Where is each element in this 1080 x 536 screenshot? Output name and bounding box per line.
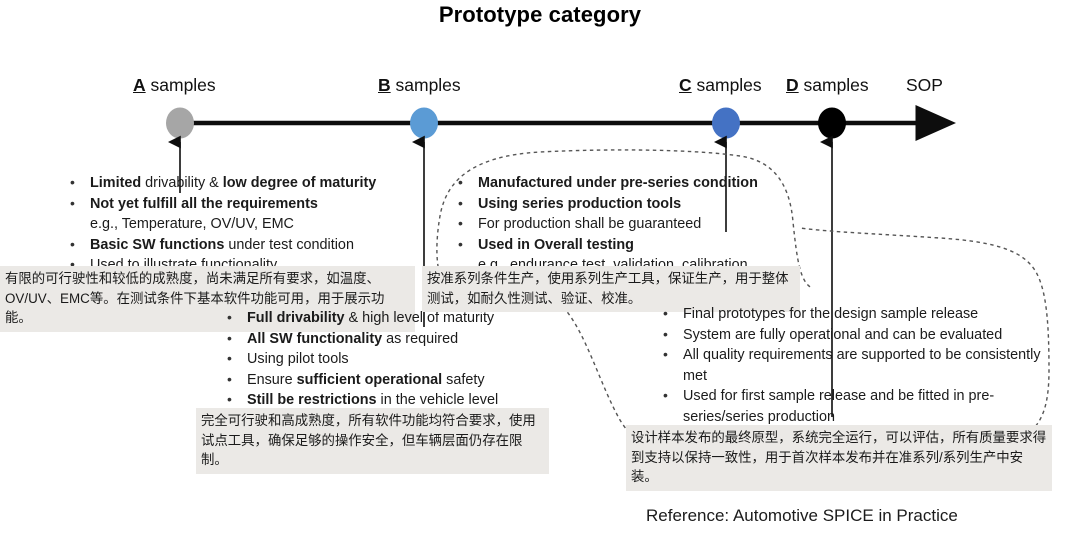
milestone-text-b: samples [390,75,461,95]
text-block-b-samples: Full drivability & high level of maturit… [219,307,589,411]
text-block-a-samples: Limited drivability & low degree of matu… [62,172,462,276]
list-item: Final prototypes for the design sample r… [655,303,1045,325]
list-item: Manufactured under pre-series condition [450,172,850,194]
milestone-mark-a: A [133,75,146,95]
list-item: For production shall be guaranteed [450,213,850,235]
list-item: Ensure sufficient operational safety [219,369,589,391]
milestone-mark-b: B [378,75,391,95]
reference-text: Reference: Automotive SPICE in Practice [646,506,958,525]
text-block-c-samples: Manufactured under pre-series condition … [450,172,850,276]
milestone-label-sop: SOP [906,75,943,96]
milestone-mark-c: C [679,75,692,95]
bullet-list-d: Final prototypes for the design sample r… [655,303,1045,427]
bullet-list-b: Full drivability & high level of maturit… [219,307,589,411]
milestone-marker-c [712,107,740,139]
text-block-d-samples: Final prototypes for the design sample r… [655,303,1045,427]
list-item: Used for first sample release and be fit… [655,385,1045,427]
annotation-cn-d: 设计样本发布的最终原型，系统完全运行，可以评估，所有质量要求得到支持以保持一致性… [626,425,1052,491]
list-item: System are fully operational and can be … [655,324,1045,346]
milestone-marker-d [818,107,846,139]
list-item: All quality requirements are supported t… [655,344,1045,386]
milestone-marker-a [166,107,194,139]
milestone-label-a: A samples [133,75,216,96]
page-title: Prototype category [438,2,642,27]
milestone-text-sop: SOP [906,75,943,95]
list-item: Not yet fulfill all the requirements [62,193,462,215]
annotation-cn-b: 完全可行驶和高成熟度，所有软件功能均符合要求，使用试点工具，确保足够的操作安全，… [196,408,549,474]
milestone-text-d: samples [798,75,869,95]
list-item: Using pilot tools [219,348,589,370]
list-item: All SW functionality as required [219,328,589,350]
list-item: Limited drivability & low degree of matu… [62,172,462,194]
milestone-label-c: C samples [679,75,762,96]
bullet-list-a: Limited drivability & low degree of matu… [62,172,462,276]
list-item: Basic SW functions under test condition [62,234,462,256]
milestone-label-d: D samples [786,75,869,96]
bullet-list-c: Manufactured under pre-series condition … [450,172,850,276]
list-item: Used in Overall testing [450,234,850,256]
milestone-text-c: samples [691,75,762,95]
milestone-marker-b [410,107,438,139]
list-item: Full drivability & high level of maturit… [219,307,589,329]
list-item: Using series production tools [450,193,850,215]
milestone-text-a: samples [145,75,216,95]
milestone-label-b: B samples [378,75,461,96]
list-item: e.g., Temperature, OV/UV, EMC [90,216,294,232]
list-item: Still be restrictions in the vehicle lev… [219,389,589,411]
milestone-mark-d: D [786,75,799,95]
